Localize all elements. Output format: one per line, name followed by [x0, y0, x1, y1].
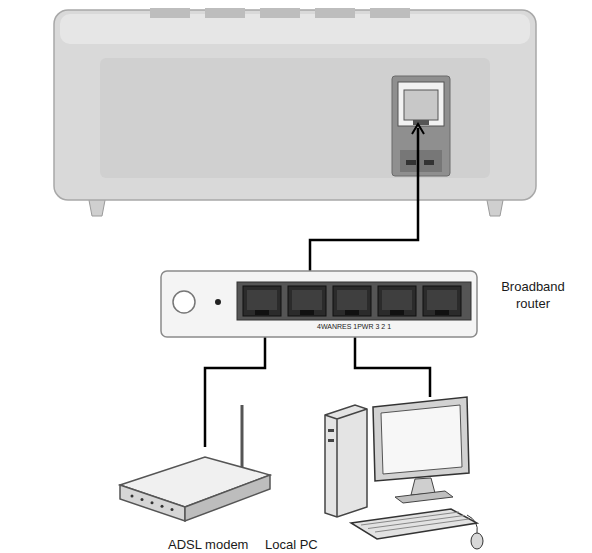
modem-illustration	[110, 445, 280, 553]
device-label: Broadband router	[492, 278, 574, 312]
device-label: Local PC	[265, 537, 318, 552]
pc-illustration	[255, 395, 485, 553]
device-label: ADSL modem	[168, 537, 248, 552]
adsl-modem: ADSL modem	[110, 445, 280, 553]
local-pc: Local PC	[255, 395, 485, 553]
port-labels: 4WANRES 1PWR 3 2 1	[317, 323, 391, 330]
broadband-router: 4WANRES 1PWR 3 2 1Broadband router	[160, 270, 478, 338]
